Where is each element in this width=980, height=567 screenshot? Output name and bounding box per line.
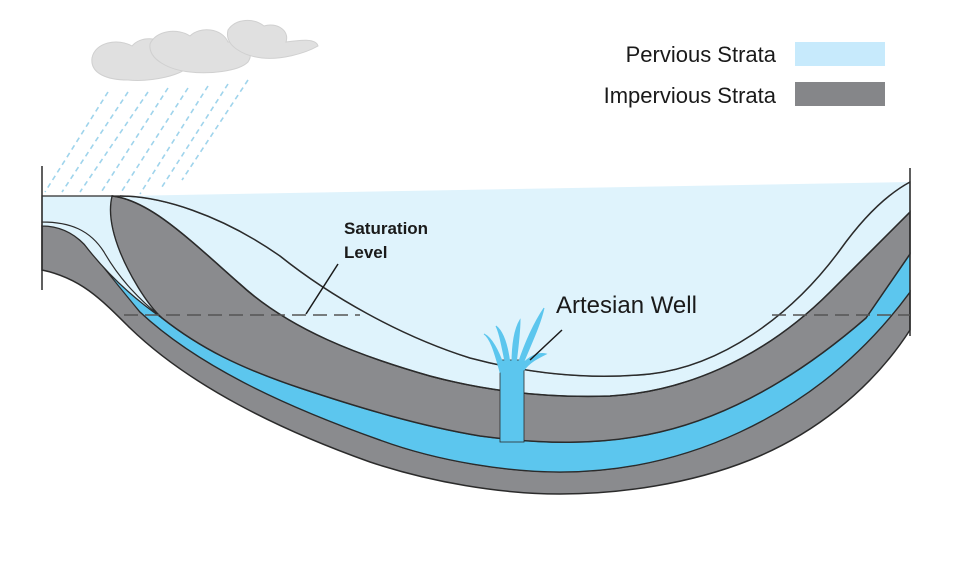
legend-swatch-pervious <box>795 42 885 66</box>
rain-icon <box>44 79 249 195</box>
saturation-leader <box>305 263 339 315</box>
artesian-well-label: Artesian Well <box>556 292 697 319</box>
legend-label-impervious: Impervious Strata <box>604 83 777 108</box>
legend-swatch-impervious <box>795 82 885 106</box>
cloud-icon <box>91 20 319 81</box>
pervious-stratum-upper <box>119 181 911 378</box>
legend-label-pervious: Pervious Strata <box>626 42 777 67</box>
artesian-well <box>483 307 548 443</box>
pervious-stratum-left-wedge <box>41 195 163 319</box>
legend: Pervious Strata Impervious Strata <box>604 42 885 108</box>
saturation-label-line2: Level <box>344 243 387 262</box>
saturation-label-line1: Saturation <box>344 219 428 238</box>
artesian-leader <box>529 329 563 361</box>
